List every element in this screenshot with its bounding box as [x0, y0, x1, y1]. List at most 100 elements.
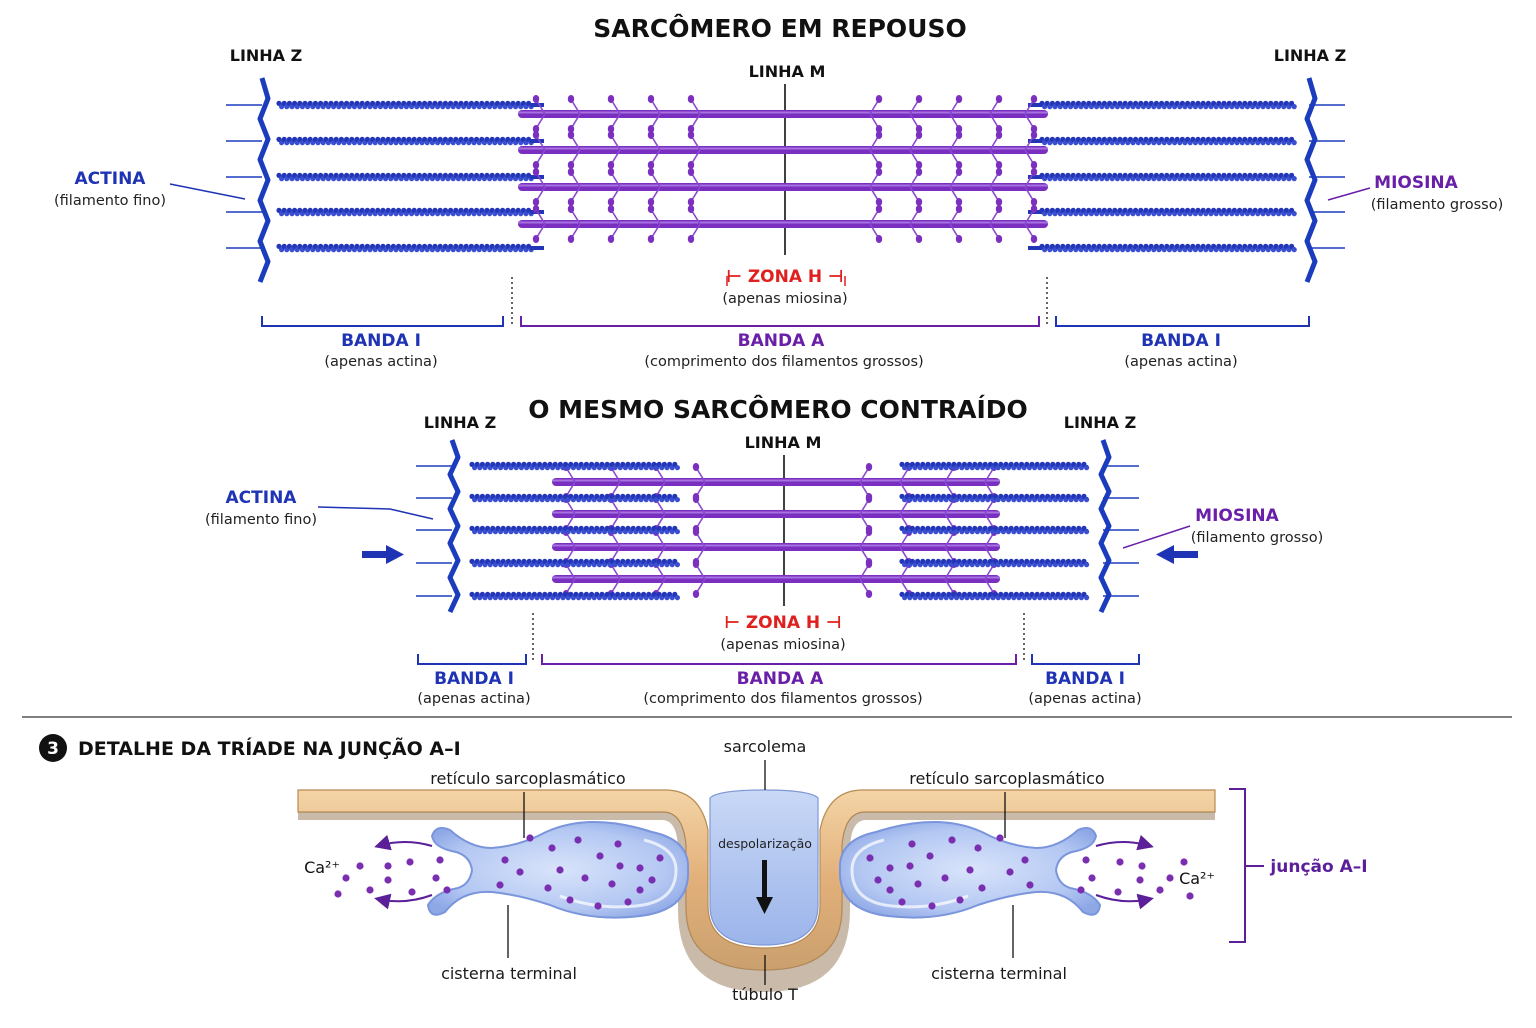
- myosin-head: [865, 495, 873, 503]
- myosin-head: [692, 528, 700, 536]
- resting-filaments: [226, 77, 1345, 286]
- z-line: [257, 77, 271, 283]
- calcium-ion: [1156, 886, 1164, 894]
- contracted-hzone-label: ⊢ ZONA H ⊣: [724, 613, 841, 633]
- calcium-ion: [1180, 858, 1188, 866]
- myosin-head: [915, 131, 923, 139]
- myosin-filament: [518, 168, 1048, 206]
- contracted-myosin-sub: (filamento grosso): [1191, 530, 1323, 546]
- myosin-head: [955, 168, 963, 176]
- myosin-head: [567, 168, 575, 176]
- myosin-head: [915, 161, 923, 169]
- calcium-ion: [406, 858, 414, 866]
- calcium-ion: [886, 864, 894, 872]
- calcium-ion: [624, 898, 632, 906]
- myosin-head: [567, 161, 575, 169]
- resting-zline-right-label: LINHA Z: [1274, 46, 1346, 65]
- actin-end: [530, 175, 544, 179]
- myosin-highlight: [518, 184, 1048, 187]
- reticulum-left-label: retículo sarcoplasmático: [430, 769, 625, 788]
- myosin-highlight: [552, 511, 1000, 514]
- actin-end: [530, 246, 544, 250]
- calcium-ion: [886, 886, 894, 894]
- contracted-band-i-left-sub: (apenas actina): [417, 691, 530, 707]
- myosin-head: [692, 463, 700, 471]
- myosin-head: [647, 168, 655, 176]
- myosin-head: [687, 205, 695, 213]
- calcium-ion: [974, 844, 982, 852]
- myosin-head: [875, 168, 883, 176]
- calcium-ion: [1021, 856, 1029, 864]
- actin-end: [1028, 246, 1042, 250]
- myosin-highlight: [552, 479, 1000, 482]
- myosin-head: [532, 95, 540, 103]
- contracted-zline-right-label: LINHA Z: [1064, 413, 1136, 432]
- actin-bead: [1084, 562, 1090, 568]
- myosin-head: [607, 168, 615, 176]
- myosin-head: [532, 125, 540, 133]
- calcium-ion: [556, 866, 564, 874]
- actin-filament: [899, 558, 1090, 568]
- myosin-head: [995, 125, 1003, 133]
- calcium-ion: [608, 880, 616, 888]
- contracted-mline-label: LINHA M: [745, 433, 822, 452]
- myosin-head: [1030, 168, 1038, 176]
- calcium-ion: [874, 876, 882, 884]
- myosin-head: [647, 161, 655, 169]
- myosin-head: [1030, 235, 1038, 243]
- resting-actin-leader: [169, 183, 246, 200]
- actin-bead: [674, 562, 681, 568]
- calcium-left-label: Ca²⁺: [304, 858, 340, 877]
- contracted-band-i-right-label: BANDA I: [1045, 669, 1125, 689]
- calcium-ion: [996, 834, 1004, 842]
- junction-bracket: [1229, 788, 1246, 943]
- calcium-ion: [1186, 892, 1194, 900]
- z-line: [1304, 77, 1318, 283]
- myosin-head: [607, 95, 615, 103]
- z-line: [1098, 439, 1112, 614]
- triad-title: DETALHE DA TRÍADE NA JUNÇÃO A–I: [78, 736, 461, 760]
- actin-bead: [1291, 176, 1297, 182]
- actin-filament: [469, 591, 681, 601]
- myosin-head: [1030, 205, 1038, 213]
- actin-end: [1028, 175, 1042, 179]
- calcium-ion: [574, 836, 582, 844]
- calcium-ion: [384, 862, 392, 870]
- myosin-highlight: [518, 221, 1048, 224]
- calcium-ion: [1114, 888, 1122, 896]
- actin-bead: [1291, 140, 1297, 146]
- myosin-head: [647, 131, 655, 139]
- calcium-ion: [636, 886, 644, 894]
- myosin-head: [1030, 125, 1038, 133]
- depolarization-label: despolarização: [718, 836, 812, 851]
- calcium-ion: [581, 874, 589, 882]
- actin-bead: [674, 595, 681, 601]
- myosin-filament: [518, 131, 1048, 169]
- actin-bead: [1084, 595, 1090, 601]
- calcium-ion: [966, 866, 974, 874]
- resting-myosin-label: MIOSINA: [1374, 173, 1458, 193]
- calcium-ion: [908, 840, 916, 848]
- calcium-release-arrow-left-top: [374, 834, 433, 851]
- t-tubule-label: túbulo T: [732, 985, 798, 1004]
- myosin-head: [875, 198, 883, 206]
- myosin-head: [955, 235, 963, 243]
- myosin-head: [567, 205, 575, 213]
- actin-filament: [1039, 243, 1297, 253]
- actin-end: [530, 139, 544, 143]
- myosin-head: [875, 125, 883, 133]
- myosin-head: [915, 235, 923, 243]
- resting-band-i-right-bracket: [1055, 316, 1310, 327]
- myosin-head: [687, 131, 695, 139]
- calcium-ion: [1006, 868, 1014, 876]
- calcium-ion: [526, 834, 534, 842]
- myosin-head: [865, 528, 873, 536]
- myosin-head: [915, 198, 923, 206]
- myosin-head: [532, 205, 540, 213]
- calcium-ion: [432, 874, 440, 882]
- actin-filament: [1039, 207, 1297, 217]
- myosin-head: [955, 125, 963, 133]
- myosin-head: [995, 198, 1003, 206]
- calcium-ion: [614, 840, 622, 848]
